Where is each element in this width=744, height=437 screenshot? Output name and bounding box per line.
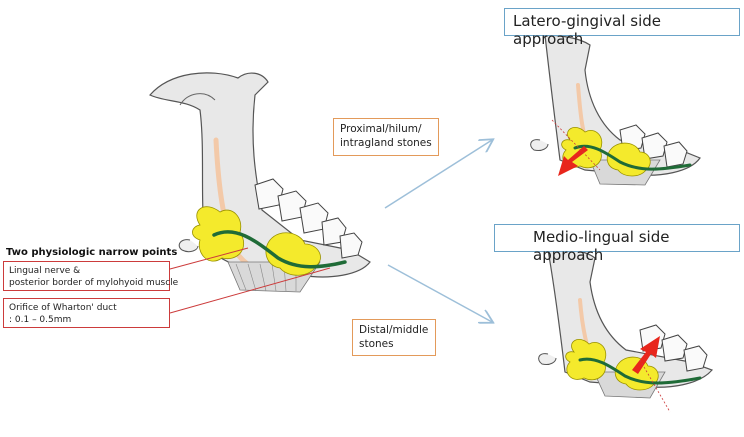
medio-lingual-illustration bbox=[538, 248, 714, 413]
duct-note-line-1: Orifice of Wharton' duct bbox=[9, 303, 117, 313]
pointer-line-nerve bbox=[169, 247, 249, 270]
proximal-stones-label: Proximal/hilum/ intragland stones bbox=[333, 118, 439, 156]
main-mandible-illustration bbox=[149, 72, 371, 293]
red-arrow-latero bbox=[558, 146, 588, 176]
wharton-duct-note: Orifice of Wharton' duct : 0.1 – 0.5mm bbox=[3, 298, 170, 328]
proximal-line-1: Proximal/hilum/ bbox=[340, 123, 422, 135]
mandible-notch bbox=[179, 93, 216, 106]
narrow-points-heading: Two physiologic narrow points bbox=[6, 247, 178, 258]
hyoid-hook bbox=[178, 239, 199, 253]
duct-note-line-2: : 0.1 – 0.5mm bbox=[9, 315, 72, 325]
latero-gingival-title: Latero-gingival side approach bbox=[504, 8, 740, 48]
lingual-nerve-note: Lingual nerve & posterior border of mylo… bbox=[3, 261, 179, 291]
distal-stones-label: Distal/middle stones bbox=[352, 319, 436, 356]
path-arrow-lower bbox=[387, 264, 492, 322]
pointer-line-duct bbox=[169, 267, 331, 314]
path-arrow-upper bbox=[384, 140, 492, 209]
nerve-note-line-1: Lingual nerve & bbox=[9, 266, 81, 276]
nerve-note-line-2: posterior border of mylohyoid muscle bbox=[9, 278, 179, 288]
distal-line-2: stones bbox=[359, 338, 394, 350]
distal-line-1: Distal/middle bbox=[359, 324, 429, 336]
teeth-row bbox=[254, 178, 363, 259]
red-arrow-medio bbox=[632, 336, 660, 374]
whartons-duct bbox=[212, 230, 347, 269]
latero-gingival-illustration bbox=[530, 34, 701, 186]
proximal-line-2: intragland stones bbox=[340, 137, 432, 149]
medio-lingual-title: Medio-lingual side approach bbox=[494, 224, 740, 264]
